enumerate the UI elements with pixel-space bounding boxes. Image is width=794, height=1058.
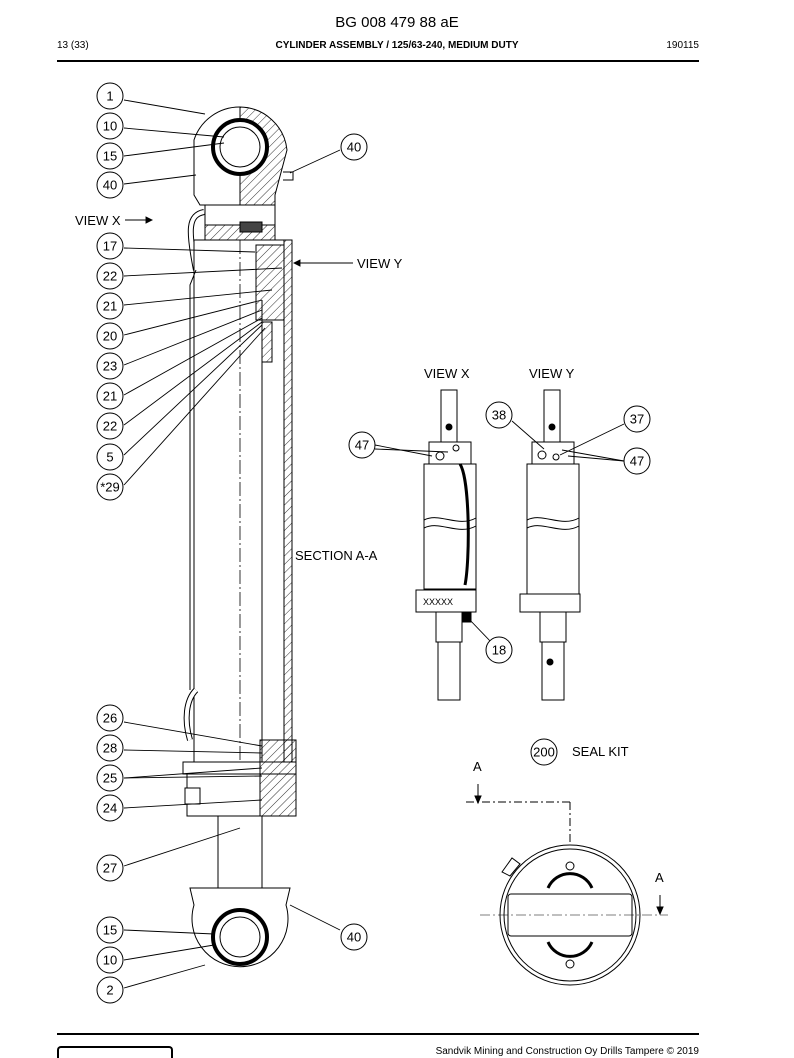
svg-text:10: 10: [103, 953, 117, 968]
callout-25: 25: [96, 764, 124, 792]
callouts-right: 40 40: [340, 133, 368, 951]
svg-text:27: 27: [103, 861, 117, 876]
callout-38: 38: [485, 401, 513, 429]
svg-text:40: 40: [103, 178, 117, 193]
callout-28: 28: [96, 734, 124, 762]
callout-29: *29: [96, 473, 124, 501]
page-number: 13 (33): [57, 40, 89, 51]
callout-40-top: 40: [340, 133, 368, 161]
callout-47-right: 47: [623, 447, 651, 475]
svg-text:22: 22: [103, 269, 117, 284]
hose-fitting: [239, 221, 263, 233]
svg-text:47: 47: [630, 454, 644, 469]
callout-10: 10: [96, 112, 124, 140]
view-y-detail: [519, 389, 581, 701]
date-code: 190115: [666, 40, 699, 51]
bottom-bore: [219, 916, 261, 958]
document-number: BG 008 479 88 aE: [335, 14, 459, 31]
svg-text:22: 22: [103, 419, 117, 434]
svg-text:1: 1: [106, 89, 113, 104]
callout-18: 18: [485, 636, 513, 664]
copyright-text: Sandvik Mining and Construction Oy Drill…: [435, 1046, 699, 1057]
svg-text:15: 15: [103, 149, 117, 164]
label-detail-view-y: VIEW Y: [529, 366, 575, 381]
callout-22: 22: [96, 262, 124, 290]
top-eye-outline: [193, 106, 241, 206]
svg-text:38: 38: [492, 408, 506, 423]
section-mark-right: A: [655, 870, 664, 885]
svg-text:40: 40: [347, 930, 361, 945]
svg-text:200: 200: [533, 745, 555, 760]
svg-text:28: 28: [103, 741, 117, 756]
document-title: CYLINDER ASSEMBLY / 125/63-240, MEDIUM D…: [275, 40, 519, 51]
svg-text:23: 23: [103, 359, 117, 374]
callout-21: 21: [96, 292, 124, 320]
marking-xxxxx: XXXXX: [423, 597, 453, 607]
svg-text:15: 15: [103, 923, 117, 938]
svg-text:18: 18: [492, 643, 506, 658]
piston-rod: [217, 815, 263, 889]
svg-text:24: 24: [103, 801, 117, 816]
svg-text:17: 17: [103, 239, 117, 254]
label-view-x: VIEW X: [75, 213, 121, 228]
section-mark-top: A: [473, 759, 482, 774]
callout-21b: 21: [96, 382, 124, 410]
svg-text:5: 5: [106, 450, 113, 465]
top-bore: [219, 126, 261, 168]
svg-text:26: 26: [103, 711, 117, 726]
callout-24: 24: [96, 794, 124, 822]
label-detail-view-x: VIEW X: [424, 366, 470, 381]
callout-10b: 10: [96, 946, 124, 974]
callouts-left: 1 10 15 40 17 22 21 20 23 21 22 5 *29 26…: [96, 82, 124, 1004]
grease-nipple-top: [283, 171, 294, 181]
callout-1: 1: [96, 82, 124, 110]
callout-17: 17: [96, 232, 124, 260]
callout-40: 40: [96, 171, 124, 199]
svg-text:40: 40: [347, 140, 361, 155]
svg-text:37: 37: [630, 412, 644, 427]
svg-text:21: 21: [103, 389, 117, 404]
footer-divider: [57, 1033, 699, 1035]
label-view-y: VIEW Y: [357, 256, 403, 271]
callout-15b: 15: [96, 916, 124, 944]
header-divider: [57, 60, 699, 62]
callout-20: 20: [96, 322, 124, 350]
callout-5: 5: [96, 443, 124, 471]
callout-47-left: 47: [348, 431, 376, 459]
callouts-detail: 47 38 37 47 18 200: [348, 401, 651, 766]
detail-leaders: [374, 420, 625, 644]
svg-text:2: 2: [106, 983, 113, 998]
section-end-view: [466, 784, 668, 986]
callout-23: 23: [96, 352, 124, 380]
callout-40-bottom: 40: [340, 923, 368, 951]
sandvik-logo: [57, 1046, 173, 1058]
label-section-a-a: SECTION A-A: [295, 548, 378, 563]
gland-section: [259, 739, 297, 817]
svg-text:25: 25: [103, 771, 117, 786]
callout-27: 27: [96, 854, 124, 882]
svg-text:10: 10: [103, 119, 117, 134]
callout-22b: 22: [96, 412, 124, 440]
callout-200: 200: [530, 738, 558, 766]
callout-37: 37: [623, 405, 651, 433]
main-cylinder: [182, 106, 297, 968]
view-x-detail: [415, 389, 477, 701]
callout-15: 15: [96, 142, 124, 170]
leader-lines: [123, 99, 353, 989]
svg-text:47: 47: [355, 438, 369, 453]
piston-section: [255, 244, 285, 321]
label-seal-kit: SEAL KIT: [572, 744, 629, 759]
callout-26: 26: [96, 704, 124, 732]
svg-text:*29: *29: [100, 480, 120, 495]
callout-2: 2: [96, 976, 124, 1004]
svg-text:21: 21: [103, 299, 117, 314]
svg-text:20: 20: [103, 329, 117, 344]
